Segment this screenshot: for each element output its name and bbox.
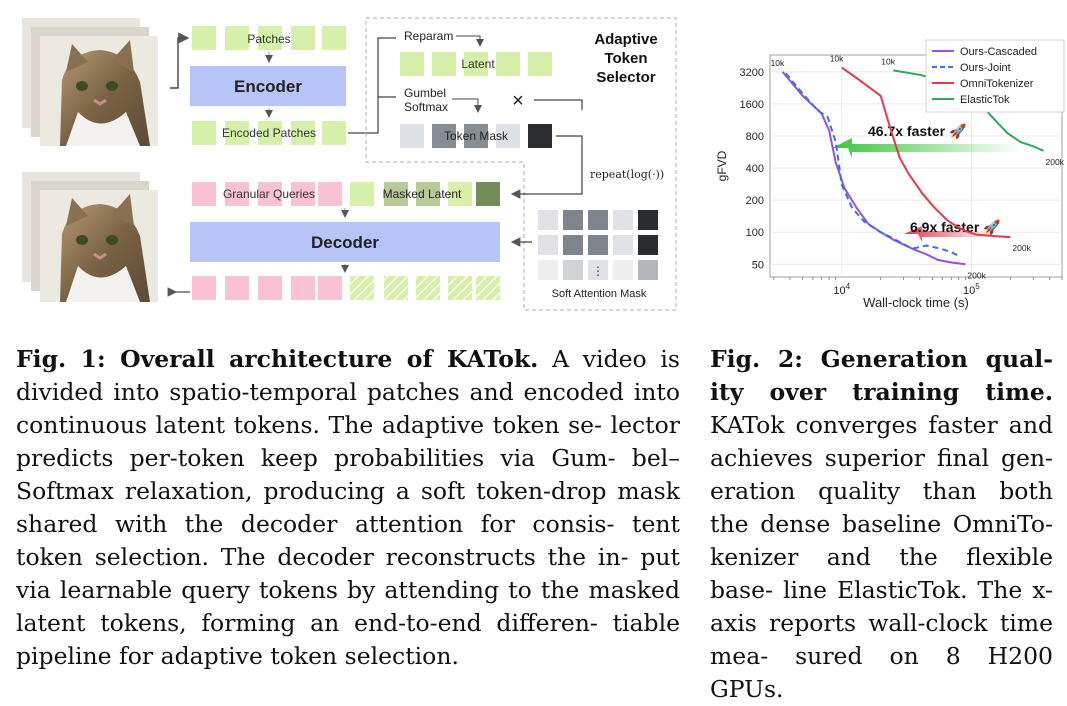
gumbel-label-line2: Softmax — [404, 100, 448, 114]
latent-label: Latent — [461, 57, 495, 71]
repeat-label: repeat(log(·)) — [590, 168, 664, 181]
encoder-block — [190, 66, 346, 106]
x-tick-label: 104 — [833, 282, 850, 297]
selector-title-line2: Token — [604, 50, 647, 67]
series-line-omnitokenizer — [841, 66, 1011, 239]
granular-query-tokens — [192, 182, 342, 206]
masked-latent-label: Masked Latent — [383, 187, 462, 201]
legend-entry: Ours-Cascaded — [960, 46, 1037, 58]
annotation-6-9x: 6.9x faster 🚀 — [910, 219, 1001, 236]
output-video-frames — [22, 172, 158, 302]
caption-2-line: achieves superior final gen- — [710, 444, 1053, 472]
caption-1-line: put via learnable query tokens by attend… — [16, 543, 680, 604]
output-tokens — [192, 276, 500, 300]
caption-1-line: tent token selection. The decoder recons… — [16, 510, 680, 571]
soft-attention-mask-grid — [538, 210, 658, 280]
figure-1-caption: Fig. 1: Overall architecture of KATok. A… — [16, 343, 680, 673]
caption-2-line: the dense baseline OmniTo- — [710, 510, 1053, 538]
series-line-ours-joint — [784, 72, 960, 257]
caption-1-line: into continuous latent tokens. The adapt… — [16, 378, 680, 439]
point-label: 10k — [881, 56, 895, 66]
masked-latent-tokens — [350, 182, 500, 206]
token-selector-box — [365, 17, 677, 311]
y-tick-label: 100 — [746, 227, 764, 239]
y-tick-label: 800 — [746, 131, 764, 143]
soft-attention-mask-label: Soft Attention Mask — [552, 288, 647, 300]
figure-2-caption-label-line2: ity over training time. — [710, 378, 1053, 406]
legend-entry: OmniTokenizer — [960, 78, 1034, 90]
caption-1-line: mask shared with the decoder attention f… — [16, 477, 680, 538]
x-axis-label: Wall-clock time (s) — [863, 295, 969, 310]
decoder-block — [190, 222, 500, 262]
red-speedup-arrow — [904, 226, 992, 242]
caption-2-line: line ElasticTok. The x-axis — [710, 576, 1053, 637]
caption-2-line: KATok converges faster and — [710, 411, 1053, 439]
figure-2-caption-label-line1: Fig. 2: Generation qual- — [710, 345, 1053, 373]
caption-2-line: reports wall-clock time mea- — [710, 609, 1053, 670]
caption-1-line: is divided into spatio-temporal patches … — [16, 345, 680, 406]
input-video-frames — [22, 18, 158, 146]
caption-1-line: A video — [552, 345, 647, 373]
patches-label: Patches — [247, 32, 290, 46]
encoder-label: Encoder — [234, 77, 302, 96]
caption-1-line: bel–Softmax relaxation, producing a soft… — [16, 444, 680, 505]
point-label: 200k — [1012, 243, 1031, 253]
token-mask-label: Token Mask — [444, 129, 509, 143]
decoder-label: Decoder — [311, 233, 379, 252]
caption-1-line: masked latent tokens, forming an end-to-… — [16, 576, 680, 637]
encoded-patches-label: Encoded Patches — [222, 126, 316, 140]
y-tick-label: 50 — [752, 259, 764, 271]
figure-1-caption-label: Fig. 1: Overall architecture of KATok. — [16, 345, 539, 373]
y-tick-label: 200 — [746, 195, 764, 207]
y-tick-label: 1600 — [740, 99, 764, 111]
cat-image-output — [40, 190, 158, 302]
point-label: 10k — [771, 58, 785, 68]
multiply-symbol: × — [512, 90, 524, 112]
point-label: 10k — [830, 54, 844, 64]
cat-image-input — [40, 36, 158, 146]
caption-2-line: kenizer and the flexible base- — [710, 543, 1053, 604]
granular-queries-label: Granular Queries — [223, 187, 315, 201]
encoded-patch-tokens — [192, 121, 346, 145]
selector-title-line3: Selector — [596, 69, 655, 86]
point-label: 200k — [1045, 157, 1064, 167]
caption-2-line: eration quality than both — [710, 477, 1053, 505]
series-line-ours-cascaded — [781, 71, 966, 266]
caption-1-line: lector predicts per-token keep probabili… — [16, 411, 680, 472]
token-mask-tokens — [400, 124, 552, 148]
selector-title-line1: Adaptive — [594, 31, 657, 48]
y-tick-label: 3200 — [740, 67, 764, 79]
caption-1-line: tiable pipeline for adaptive token selec… — [16, 609, 680, 670]
figure-2-caption: Fig. 2: Generation qual- ity over traini… — [710, 343, 1053, 706]
point-label: 200k — [967, 270, 986, 280]
generation-quality-chart: 46.7x faster 🚀 6.9x faster 🚀 10k 10k 10k 20… — [715, 39, 1065, 310]
patch-tokens — [192, 26, 346, 50]
legend: Ours-CascadedOurs-JointOmniTokenizerElas… — [925, 39, 1065, 113]
gumbel-label-line1: Gumbel — [404, 86, 446, 100]
y-tick-label: 400 — [746, 163, 764, 175]
y-axis-label: gFVD — [715, 150, 729, 181]
architecture-diagram: Patches Encoder Encoded Patches Reparam … — [22, 17, 677, 311]
legend-entry: ElasticTok — [960, 94, 1010, 106]
grid-ellipsis: ⋮ — [592, 264, 604, 278]
point-labels: 10k 10k 10k 200k 200k 200k — [771, 54, 1065, 281]
annotation-46x: 46.7x faster 🚀 — [868, 123, 967, 140]
reparam-label: Reparam — [404, 29, 453, 43]
latent-tokens — [400, 52, 552, 76]
green-speedup-arrow — [832, 138, 1020, 158]
legend-entry: Ours-Joint — [960, 62, 1011, 74]
